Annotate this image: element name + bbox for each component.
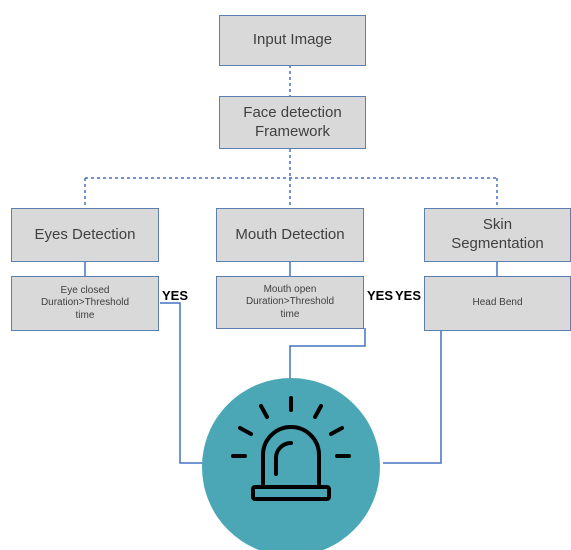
yes-label-middle: YES [367, 288, 394, 303]
eyes-detection-label: Eyes Detection [34, 225, 136, 243]
eye-closed-condition-node: Eye closed Duration>Threshold time [11, 276, 159, 331]
mouth-condition-line2: Duration>Threshold [245, 296, 335, 308]
yes-label-left: YES [162, 288, 189, 303]
input-image-node: Input Image [219, 15, 366, 66]
skin-segmentation-node: Skin Segmentation [424, 208, 571, 262]
face-detection-label-line1: Face detection [243, 103, 342, 121]
eye-condition-line1: Eye closed [60, 284, 110, 296]
head-bend-label: Head Bend [472, 297, 523, 309]
yes-label-right: YES [395, 288, 422, 303]
head-bend-node: Head Bend [424, 276, 571, 331]
eye-condition-line3: time [75, 309, 95, 321]
face-detection-node: Face detection Framework [219, 96, 366, 149]
eyes-detection-node: Eyes Detection [11, 208, 159, 262]
mouth-detection-label: Mouth Detection [235, 225, 345, 243]
face-detection-label-line2: Framework [254, 122, 330, 140]
alarm-siren-icon [231, 396, 351, 501]
eye-condition-line2: Duration>Threshold [40, 297, 130, 309]
skin-segmentation-label-line2: Segmentation [451, 235, 544, 252]
mouth-condition-line3: time [280, 308, 300, 320]
mouth-detection-node: Mouth Detection [216, 208, 364, 262]
mouth-open-condition-node: Mouth open Duration>Threshold time [216, 276, 364, 329]
input-image-label: Input Image [252, 31, 333, 49]
mouth-condition-line1: Mouth open [263, 283, 317, 295]
alarm-circle [202, 378, 380, 550]
skin-segmentation-label-line1: Skin [482, 216, 513, 234]
